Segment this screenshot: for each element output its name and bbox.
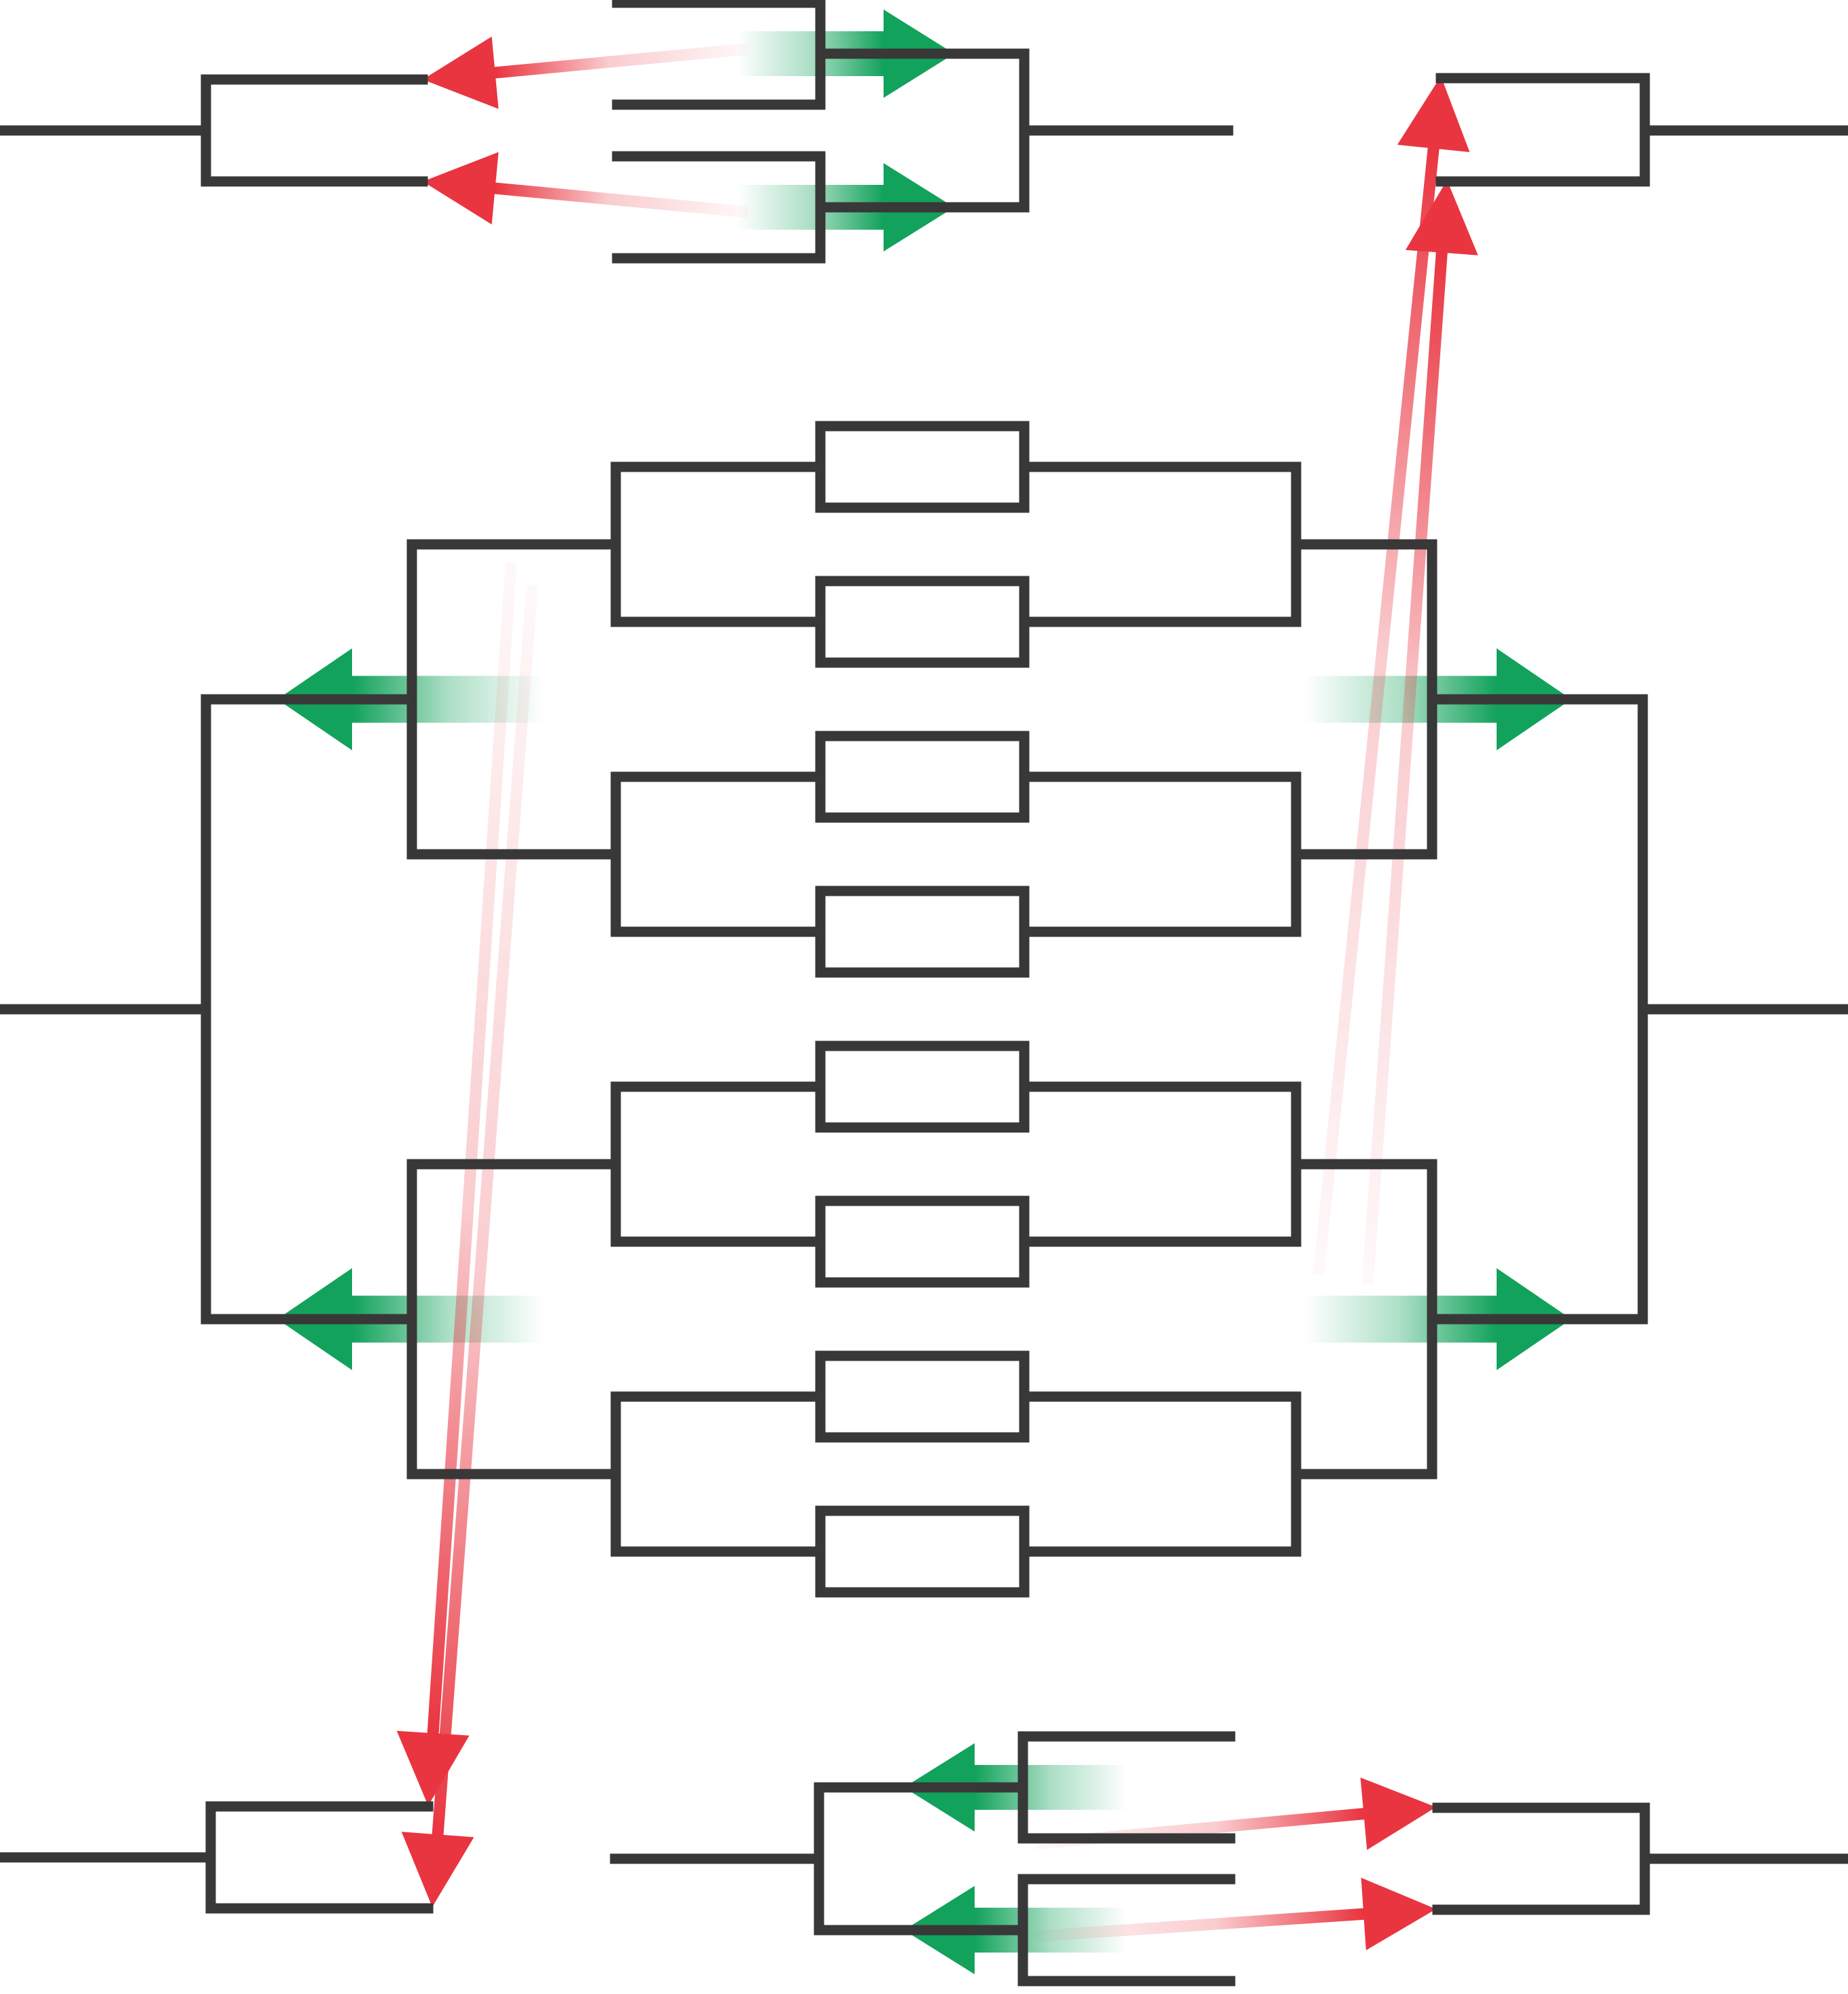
expand-arrow-left-long-a xyxy=(396,562,517,1806)
bottom-right-merge-group xyxy=(610,1731,1848,1987)
boxes-layer xyxy=(815,421,1030,1598)
bracket-leaf-box-7 xyxy=(815,1350,1030,1443)
bracket-leaf-box-8 xyxy=(815,1505,1030,1598)
expand-arrow-top-left-upper xyxy=(423,36,748,109)
bracket-leaf-box-3 xyxy=(815,731,1030,823)
arrows-layer xyxy=(277,10,1571,1974)
center-tournament-bracket xyxy=(0,461,1848,1557)
bracket-leaf-box-1 xyxy=(815,421,1030,513)
expand-arrow-top-left-lower xyxy=(423,152,748,225)
expand-arrow-right-long-b xyxy=(1361,180,1478,1285)
bracket-leaf-box-4 xyxy=(815,886,1030,978)
bottom-left-collapsed-fork xyxy=(0,1801,434,1914)
top-left-collapsed-fork xyxy=(0,74,428,187)
top-center-merge-bracket xyxy=(612,0,1234,264)
top-right-expanded-box xyxy=(1435,73,1848,187)
expand-arrow-right-long-a xyxy=(1312,76,1470,1275)
bracket-leaf-box-5 xyxy=(815,1040,1030,1133)
bracket-leaf-box-2 xyxy=(815,576,1030,668)
expand-arrow-left-long-b xyxy=(401,585,538,1907)
bracket-leaf-box-6 xyxy=(815,1195,1030,1288)
expand-arrow-bottom-right-upper xyxy=(1034,1777,1436,1850)
expand-arrow-bottom-right-lower xyxy=(1034,1877,1436,1951)
